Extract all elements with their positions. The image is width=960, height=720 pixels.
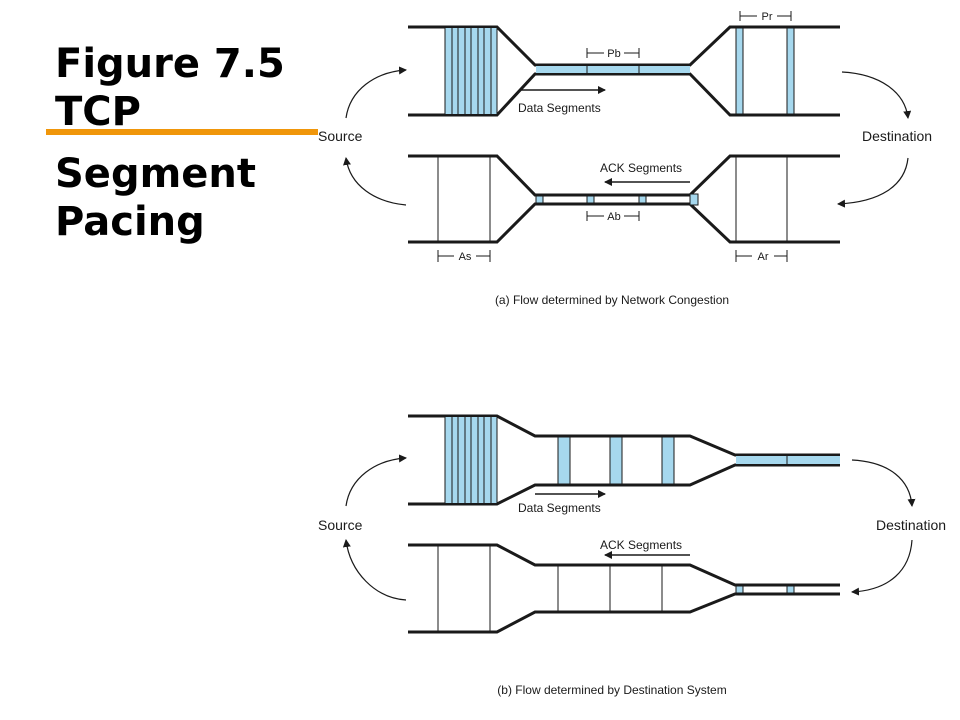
- ar-label: Ar: [758, 251, 769, 263]
- destination-label-a: Destination: [862, 128, 932, 144]
- middle-segments-b: [557, 436, 675, 485]
- data-pipe-b: [408, 414, 840, 506]
- destination-label-b: Destination: [876, 517, 946, 533]
- source-label-b: Source: [318, 517, 363, 533]
- title-line-1: Figure 7.5: [55, 41, 285, 87]
- destination-receive-arrow-b: [851, 459, 916, 507]
- destination-send-arrow-b: [851, 539, 913, 596]
- caption-a: (a) Flow determined by Network Congestio…: [495, 293, 729, 307]
- ack-source-cells-a: [437, 157, 491, 241]
- data-pipe-a: [408, 25, 840, 117]
- caption-b: (b) Flow determined by Destination Syste…: [497, 683, 726, 697]
- source-receive-arrow-a: [343, 157, 407, 206]
- pb-dimension: [586, 48, 640, 58]
- as-label: As: [459, 251, 472, 263]
- ar-dimension: [735, 250, 788, 262]
- bottleneck-segments-a: [536, 66, 690, 73]
- source-label-a: Source: [318, 128, 363, 144]
- source-queue-b: [444, 417, 498, 503]
- title-line-2: TCP: [55, 89, 141, 135]
- ack-dest-cells-a: [735, 157, 788, 241]
- ack-dest-segments-b: [735, 585, 795, 594]
- destination-receive-arrow-a: [841, 71, 912, 119]
- destination-send-arrow-a: [837, 157, 909, 208]
- ack-segments-label-b: ACK Segments: [600, 538, 682, 552]
- source-queue-a: [444, 28, 498, 114]
- as-dimension: [437, 250, 491, 262]
- pr-label: Pr: [762, 11, 773, 23]
- data-segments-label-a: Data Segments: [518, 101, 601, 115]
- ack-pipe-b: [408, 543, 840, 634]
- panel-b: Data Segments ACK Segments Source Destin…: [318, 414, 946, 697]
- pr-dimension: [739, 11, 792, 21]
- title-line-3: Segment: [55, 151, 256, 197]
- ab-label: Ab: [607, 211, 620, 223]
- pb-label: Pb: [607, 48, 620, 60]
- title-accent-bar: [46, 129, 318, 135]
- data-segments-label-b: Data Segments: [518, 501, 601, 515]
- panel-a: Pb Pr Data Segments ACK Segments: [318, 11, 932, 307]
- ack-bottleneck-segments-a: [535, 193, 699, 206]
- ack-segments-label-a: ACK Segments: [600, 161, 682, 175]
- ack-pipe-a: [408, 154, 840, 244]
- title-line-4: Pacing: [55, 199, 205, 245]
- source-send-arrow-b: [345, 454, 407, 507]
- receiver-segments-a: [735, 27, 795, 115]
- receiver-segments-b: [736, 456, 840, 464]
- ack-middle-cells-b: [557, 566, 663, 611]
- ack-source-cells-b: [437, 546, 491, 631]
- ab-dimension: [586, 211, 640, 221]
- source-receive-arrow-b: [342, 539, 407, 601]
- source-send-arrow-a: [345, 66, 407, 119]
